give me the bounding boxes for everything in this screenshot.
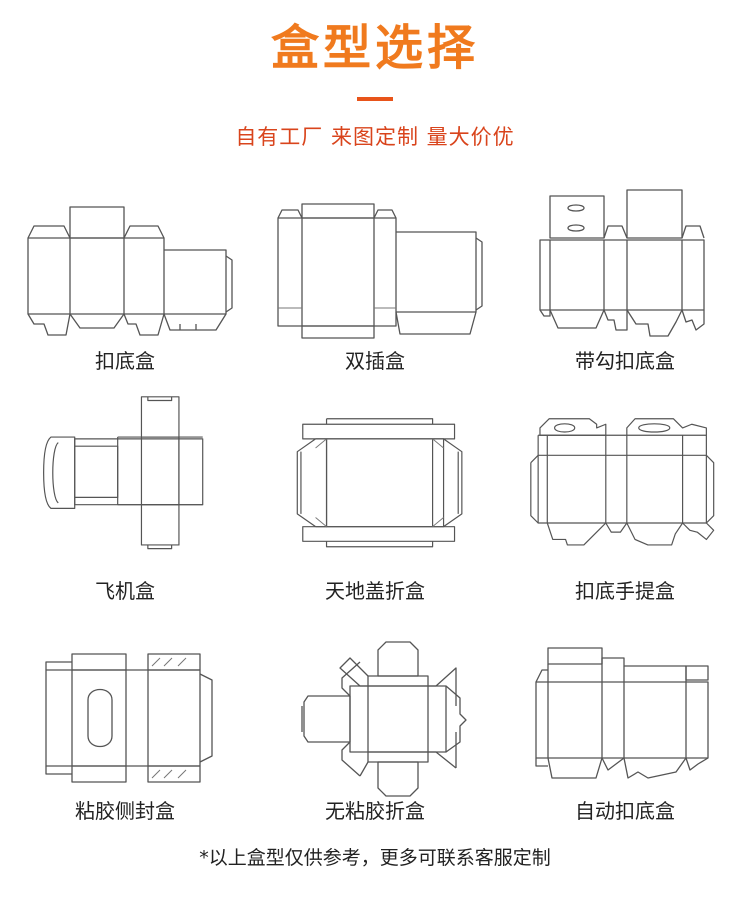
glueless-fold-box-dieline-icon — [301, 641, 467, 797]
box-type-label: 带勾扣底盒 — [575, 349, 675, 373]
footnote: *以上盒型仅供参考，更多可联系客服定制 — [199, 847, 551, 869]
box-type-label: 扣底手提盒 — [575, 579, 675, 603]
double-tuck-box-dieline-icon — [277, 203, 483, 339]
box-type-label: 飞机盒 — [95, 579, 155, 603]
box-type-card[interactable]: 飞机盒 — [0, 395, 250, 605]
glued-side-seal-box-dieline-icon — [45, 653, 213, 783]
box-type-card[interactable]: 扣底盒 — [0, 190, 250, 400]
box-type-card[interactable]: 粘胶侧封盒 — [0, 640, 250, 850]
page-title: 盒型选择 — [270, 20, 479, 76]
box-type-card[interactable]: 双插盒 — [250, 190, 500, 400]
box-type-label: 双插盒 — [345, 349, 405, 373]
page-subtitle: 自有工厂 来图定制 量大价优 — [235, 125, 515, 149]
box-type-label: 粘胶侧封盒 — [75, 799, 175, 823]
auto-lock-bottom-box-dieline-icon — [535, 647, 709, 779]
box-type-label: 自动扣底盒 — [575, 799, 675, 823]
box-type-card[interactable]: 无粘胶折盒 — [250, 640, 500, 850]
tuck-bottom-box-dieline-icon — [27, 206, 233, 336]
box-type-label: 扣底盒 — [95, 349, 155, 373]
hook-tuck-bottom-box-dieline-icon — [539, 189, 705, 337]
box-type-card[interactable]: 带勾扣底盒 — [500, 189, 750, 400]
box-type-label: 天地盖折盒 — [325, 579, 425, 603]
box-type-card[interactable]: 自动扣底盒 — [500, 640, 750, 850]
mailer-box-dieline-icon — [43, 396, 204, 550]
handle-tuck-bottom-box-dieline-icon — [530, 418, 715, 546]
title-underline — [357, 97, 393, 101]
box-type-label: 无粘胶折盒 — [325, 799, 425, 823]
box-type-card[interactable]: 扣底手提盒 — [500, 395, 750, 605]
box-type-card[interactable]: 天地盖折盒 — [250, 395, 500, 605]
lid-base-fold-box-dieline-icon — [296, 418, 463, 548]
